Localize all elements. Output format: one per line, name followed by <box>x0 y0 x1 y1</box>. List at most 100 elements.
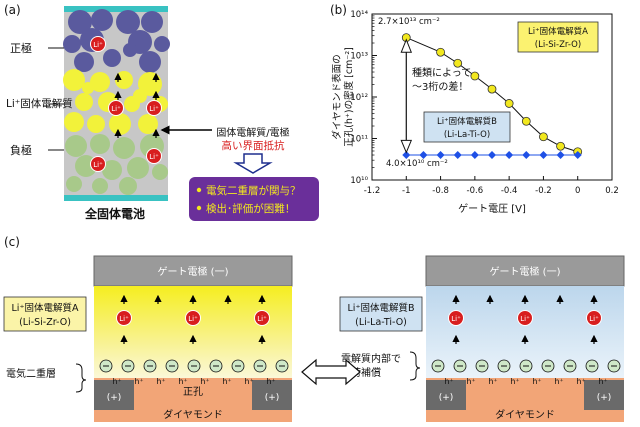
x-tick-label: -0.8 <box>432 186 449 196</box>
lithium-ion-label: Li⁺ <box>520 315 530 323</box>
anode-particle <box>127 157 149 179</box>
electrolyte-a-name: Li⁺固体電解質A <box>12 302 79 314</box>
contact-right-1 <box>426 380 466 410</box>
hole-label: h⁺ <box>466 377 475 386</box>
gate-electrode-right <box>425 255 625 287</box>
lithium-ion-icon <box>586 310 602 326</box>
lithium-ion-icon <box>185 310 201 326</box>
bullet-dot-2 <box>196 205 202 211</box>
cathode-particle <box>154 36 170 52</box>
cathode-particle <box>123 43 137 57</box>
y-tick-label: 10¹¹ <box>350 135 368 145</box>
series-b-point <box>419 151 428 160</box>
panel-a-label: (a) <box>4 3 21 17</box>
bullet-1: 電気二重層が関与？ <box>206 184 301 197</box>
electrolyte-particle <box>82 82 94 94</box>
lithium-ion-label: Li⁺ <box>257 315 267 323</box>
contact-label-r2: (+) <box>597 393 612 403</box>
hole-label: h⁺ <box>576 377 585 386</box>
panel-c: (c) ゲート電極 (一) (+) (+) ダイヤモンド 正孔 Li⁺固体電解質… <box>3 235 625 422</box>
electrolyte-particle <box>90 72 110 92</box>
electrolyte-a-tag <box>3 296 87 332</box>
anode-particle <box>65 135 87 157</box>
lithium-ion-label: Li⁺ <box>93 41 103 49</box>
y-tick-label: 10¹² <box>350 93 368 103</box>
hole-label: h⁺ <box>156 377 165 386</box>
legend-b-box <box>423 111 511 143</box>
contact-label-l1: (+) <box>107 393 122 403</box>
x-tick-label: -1 <box>402 186 410 196</box>
electrolyte-b-name: Li⁺固体電解質B <box>348 302 415 314</box>
anode-particle <box>102 160 122 180</box>
edl-bracket <box>75 363 87 393</box>
electrolyte-particle <box>138 114 158 134</box>
electrolyte-a-formula: (Li-Si-Zr-O) <box>19 317 71 328</box>
difference-arrow-down-icon <box>400 139 413 154</box>
lithium-ion-icon <box>517 310 533 326</box>
bottom-current-collector <box>64 195 168 201</box>
bullet-dot-1 <box>196 187 202 193</box>
hole-label: h⁺ <box>444 377 453 386</box>
anode-particle <box>66 176 82 192</box>
x-tick-label: 0.2 <box>605 186 619 196</box>
electrolyte-particle <box>87 115 105 133</box>
gate-label-left: ゲート電極 (一) <box>158 265 229 278</box>
hole-label: h⁺ <box>510 377 519 386</box>
gate-label-right: ゲート電極 (一) <box>490 265 561 278</box>
electrolyte-particle <box>75 93 93 111</box>
ions-panel-c: Li⁺Li⁺Li⁺h⁺h⁺h⁺h⁺h⁺h⁺h⁺h⁺Li⁺Li⁺Li⁺h⁺h⁺h⁺… <box>99 294 621 386</box>
lithium-ion-label: Li⁺ <box>119 315 129 323</box>
annotation-top: 2.7×10¹³ cm⁻² <box>378 17 440 27</box>
lithium-ion-label: Li⁺ <box>589 315 599 323</box>
lithium-ion-icon <box>146 100 162 116</box>
hole-label: h⁺ <box>266 377 275 386</box>
anode-particle <box>119 177 137 195</box>
lithium-ion-label: Li⁺ <box>451 315 461 323</box>
x-tick-label: -0.2 <box>535 186 552 196</box>
lithium-ion-icon <box>108 100 124 116</box>
x-axis-label: ゲート電圧 [V] <box>458 203 526 215</box>
legend-a-name: Li⁺固体電解質A <box>528 26 588 37</box>
substrate-label-left: ダイヤモンド <box>163 408 223 421</box>
y-tick-label: 10¹⁰ <box>350 176 368 186</box>
anode-particle <box>152 164 168 180</box>
cathode-particle <box>63 35 81 53</box>
lithium-ion-icon <box>90 36 106 52</box>
anode-label: 負極 <box>10 143 32 157</box>
anode-particle <box>113 137 135 159</box>
x-tick-label: -0.6 <box>467 186 484 196</box>
annotation-bottom: 4.0×10¹⁰ cm⁻² <box>386 159 448 169</box>
anode-particle <box>90 134 110 154</box>
legend-b-name: Li⁺固体電解質B <box>437 116 497 127</box>
anode-particle <box>92 178 108 194</box>
top-current-collector <box>64 6 168 12</box>
lithium-ion-label: Li⁺ <box>111 105 121 113</box>
series-b-point <box>522 151 531 160</box>
panel-a: (a) 正極 Li⁺固体電解質 負極 Li⁺Li⁺Li⁺Li⁺Li⁺ 全固体電池… <box>4 3 319 221</box>
series-a-point <box>556 141 565 151</box>
interface-label: 固体電解質/電極 <box>216 126 289 139</box>
x-tick-label: -1.2 <box>364 186 381 196</box>
series-b-point <box>573 151 582 160</box>
cathode-particle <box>74 52 94 72</box>
lithium-ion-icon <box>146 148 162 164</box>
hole-label: h⁺ <box>200 377 209 386</box>
series-line <box>406 37 578 153</box>
contact-left-2 <box>252 380 292 410</box>
series-b-point <box>556 151 565 160</box>
ions-panel-a: Li⁺Li⁺Li⁺Li⁺Li⁺ <box>90 36 162 172</box>
bullet-2: 検出･評価が困難！ <box>206 202 295 215</box>
cathode-particle <box>116 10 140 34</box>
series-a-point <box>487 84 497 94</box>
cathode-label: 正極 <box>10 41 32 55</box>
electrolyte-particle <box>64 112 84 132</box>
lithium-ion-icon <box>254 310 270 326</box>
series-a-point <box>504 99 514 108</box>
x-tick-label: -0.4 <box>501 186 518 196</box>
lithium-ion-label: Li⁺ <box>149 105 159 113</box>
difference-text-2: 〜3桁の差！ <box>412 80 468 93</box>
lithium-ion-icon <box>116 310 132 326</box>
electrolyte-b-tag <box>339 296 423 332</box>
y-tick-label: 10¹³ <box>350 52 368 62</box>
lithium-ion-icon <box>448 310 464 326</box>
